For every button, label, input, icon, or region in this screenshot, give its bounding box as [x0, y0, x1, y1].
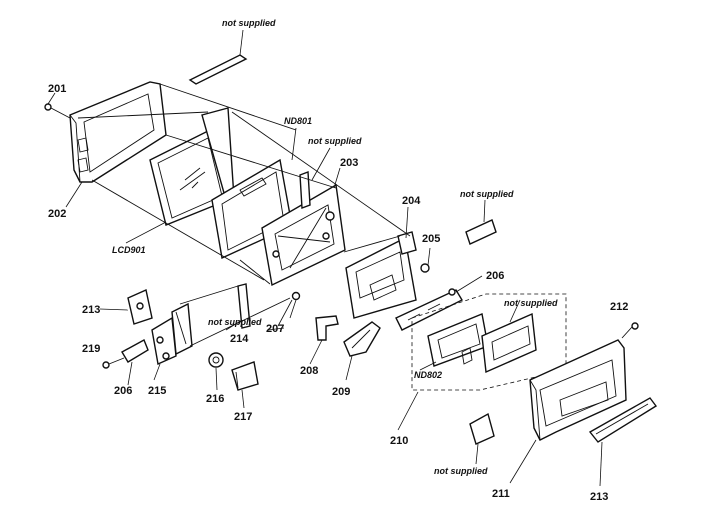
- flex-strip-214: [237, 283, 251, 329]
- cover-217: [231, 361, 259, 391]
- screw-212: [621, 322, 639, 339]
- label-not-supplied-6: not supplied: [208, 317, 262, 327]
- label-210: 210: [390, 435, 408, 447]
- label-nd802: ND802: [414, 370, 442, 380]
- label-213-right: 213: [590, 491, 608, 503]
- label-216: 216: [206, 393, 224, 405]
- screw-207: [289, 291, 301, 319]
- label-203: 203: [340, 157, 358, 169]
- label-lcd901: LCD901: [112, 245, 146, 255]
- label-not-supplied-4: not supplied: [504, 298, 558, 308]
- label-not-supplied-2: not supplied: [308, 136, 362, 146]
- label-212: 212: [610, 301, 628, 313]
- label-219: 219: [82, 343, 100, 355]
- label-215: 215: [148, 385, 166, 397]
- screw-201: [44, 103, 71, 119]
- panel-213-right: [588, 397, 658, 443]
- construction-lines: [77, 83, 411, 285]
- label-205: 205: [422, 233, 440, 245]
- label-201: 201: [48, 83, 66, 95]
- label-208: 208: [300, 365, 318, 377]
- screw-219: [102, 357, 125, 369]
- label-213-left: 213: [82, 304, 100, 316]
- label-209: 209: [332, 386, 350, 398]
- label-214: 214: [230, 333, 249, 345]
- lcd-panel-lcd901: [149, 107, 235, 226]
- leader-lines: [47, 92, 603, 487]
- rear-cover-211: [529, 339, 627, 441]
- label-not-supplied-1: not supplied: [222, 18, 276, 28]
- pcb-board-204: [345, 231, 417, 319]
- not-supplied-strip-top: [188, 29, 248, 85]
- label-not-supplied-5: not supplied: [434, 466, 488, 476]
- flex-cable-209: [343, 321, 381, 357]
- label-207: 207: [266, 323, 284, 335]
- label-206-right: 206: [486, 270, 504, 282]
- label-not-supplied-3: not supplied: [460, 189, 514, 199]
- lcd-front-frame-202: [69, 81, 167, 183]
- gear-216: [208, 352, 224, 368]
- not-supplied-cap-bottom: [469, 412, 495, 445]
- flex-cable-208: [315, 315, 339, 341]
- label-206-left: 206: [114, 385, 132, 397]
- not-supplied-sheet-204: [465, 199, 497, 245]
- screw-205: [420, 247, 431, 273]
- lcd-chassis-203: [261, 171, 346, 287]
- group-outline-210: [411, 293, 567, 391]
- label-217: 217: [234, 411, 252, 423]
- spring-206-left: [121, 339, 149, 363]
- hinge-assembly-215: [151, 285, 291, 366]
- label-204: 204: [402, 195, 421, 207]
- label-202: 202: [48, 208, 66, 220]
- label-nd801: ND801: [284, 116, 312, 126]
- label-211: 211: [492, 488, 510, 500]
- hinge-cover-213-left: [127, 289, 153, 325]
